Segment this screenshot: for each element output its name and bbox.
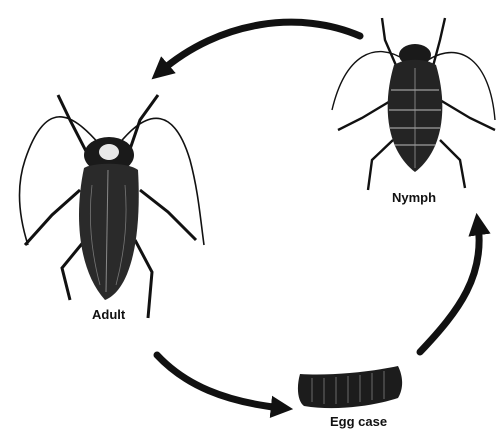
arrow-adult-to-egg-case — [157, 355, 282, 408]
adult-label: Adult — [92, 307, 125, 322]
arrow-nymph-to-adult — [160, 22, 360, 72]
nymph-label: Nymph — [392, 190, 436, 205]
nymph-cockroach-icon — [332, 18, 495, 190]
arrow-egg-case-to-nymph — [420, 224, 479, 352]
adult-cockroach-icon — [19, 95, 204, 318]
egg-case-icon — [298, 366, 402, 408]
egg-case-label: Egg case — [330, 414, 387, 429]
